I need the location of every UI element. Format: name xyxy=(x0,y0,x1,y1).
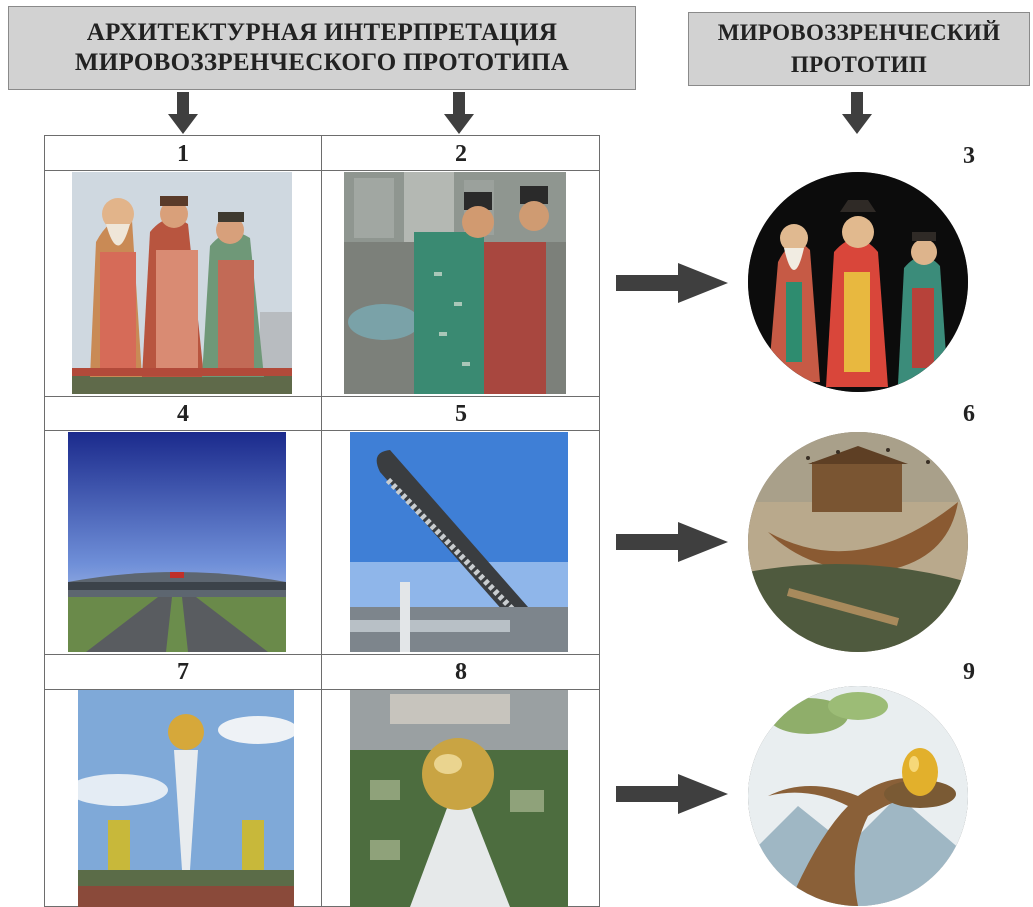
figure-number-8: 8 xyxy=(455,659,467,685)
figure-number-2: 2 xyxy=(455,141,467,167)
photo-tianzi-hotel-aerial xyxy=(344,172,566,394)
grid-divider xyxy=(321,135,322,907)
figure-number-1: 1 xyxy=(177,141,189,167)
grid-divider xyxy=(44,170,600,171)
circle-golden-egg-tree xyxy=(748,686,968,906)
figure-number-3: 3 xyxy=(963,143,975,169)
figure-number-9: 9 xyxy=(963,659,975,685)
down-arrow-icon xyxy=(168,92,198,134)
photo-tianzi-hotel xyxy=(72,172,292,394)
header-left-line1: АРХИТЕКТУРНАЯ ИНТЕРПРЕТАЦИЯ xyxy=(86,19,558,46)
header-right-line1: МИРОВОЗЗРЕНЧЕСКИЙ xyxy=(717,20,1001,45)
figure-number-7: 7 xyxy=(177,659,189,685)
down-arrow-icon xyxy=(842,92,872,134)
figure-number-5: 5 xyxy=(455,401,467,427)
right-arrow-icon xyxy=(616,522,728,562)
figure-number-6: 6 xyxy=(963,401,975,427)
down-arrow-icon xyxy=(444,92,474,134)
right-arrow-icon xyxy=(616,774,728,814)
photo-elevated-building xyxy=(350,432,568,652)
grid-divider xyxy=(44,689,600,690)
header-left-line2: МИРОВОЗЗРЕНЧЕСКОГО ПРОТОТИПА xyxy=(74,49,570,76)
photo-baiterek-tower xyxy=(78,690,294,907)
right-arrow-icon xyxy=(616,263,728,303)
figure-number-4: 4 xyxy=(177,401,189,427)
circle-three-deities xyxy=(748,172,968,392)
photo-baiterek-aerial xyxy=(350,690,568,907)
header-right-line2: ПРОТОТИП xyxy=(790,52,928,77)
circle-noahs-ark xyxy=(748,432,968,652)
header-worldview-prototype: МИРОВОЗЗРЕНЧЕСКИЙ ПРОТОТИП xyxy=(688,12,1030,86)
grid-divider xyxy=(44,430,600,431)
grid-divider xyxy=(44,654,600,655)
photo-stadium-entrance xyxy=(68,432,286,652)
header-architectural-interpretation: АРХИТЕКТУРНАЯ ИНТЕРПРЕТАЦИЯ МИРОВОЗЗРЕНЧ… xyxy=(8,6,636,90)
grid-divider xyxy=(44,396,600,397)
